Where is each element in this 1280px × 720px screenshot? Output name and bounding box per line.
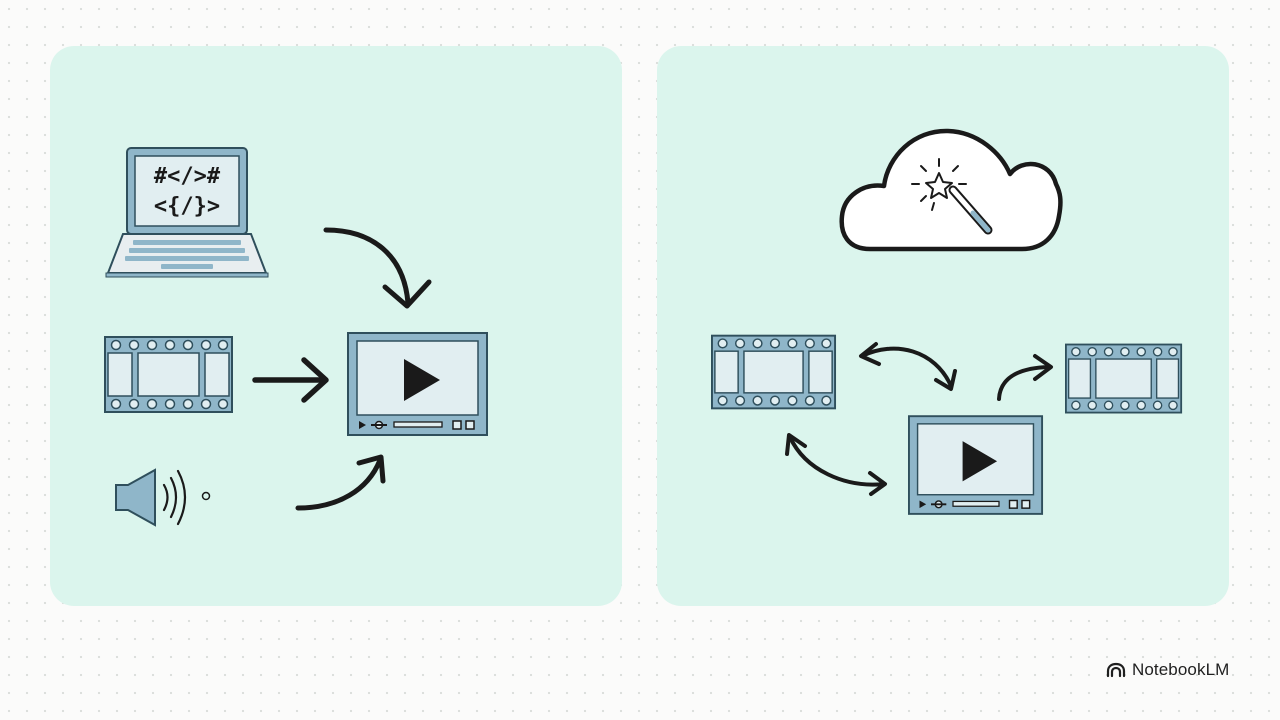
arrow-icon [997, 354, 1053, 401]
arrow-icon [252, 357, 329, 403]
laptop-code-icon: #</># <{/}> [105, 147, 269, 278]
cloud-magic-wand-icon [839, 128, 1063, 252]
film-strip-icon [1065, 343, 1183, 414]
laptop-code-line-2: <{/}> [154, 194, 220, 219]
arrow-icon [785, 433, 887, 496]
video-player-icon [347, 332, 488, 436]
arrow-icon [859, 342, 957, 391]
speaker-icon [115, 468, 211, 527]
notebooklm-logo-icon [1106, 662, 1126, 678]
notebooklm-branding: NotebookLM [1106, 660, 1229, 680]
film-strip-icon [711, 334, 837, 410]
laptop-code-line-1: #</># [154, 164, 221, 189]
arrow-icon [295, 454, 386, 511]
brand-name: NotebookLM [1132, 660, 1230, 679]
video-player-icon [908, 415, 1044, 515]
arrow-icon [323, 227, 432, 309]
film-strip-icon [104, 336, 233, 413]
